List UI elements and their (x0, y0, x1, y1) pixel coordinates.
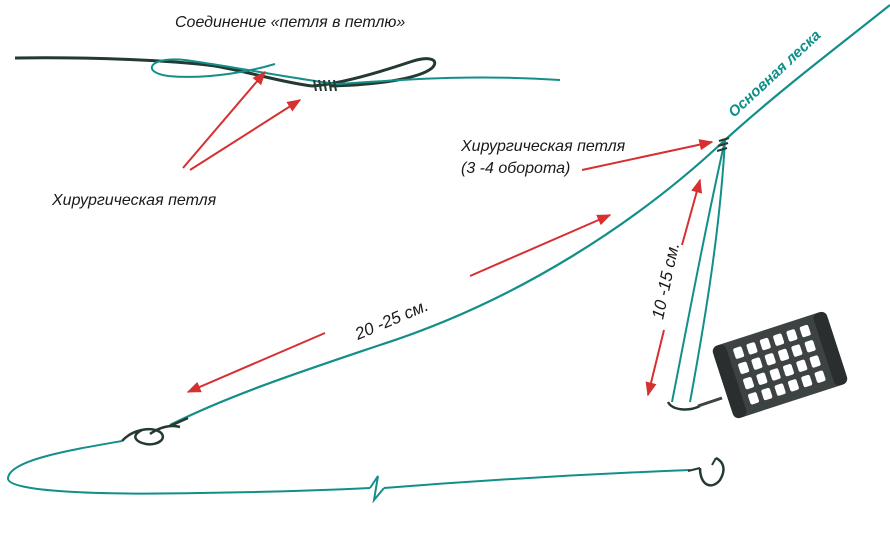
leader-length-arrow-upper (469, 214, 612, 277)
hook-leader-left (7, 440, 371, 495)
arrow-to-left-knot (182, 70, 266, 169)
feeder-loop-length-label: 10 -15 см. (648, 241, 683, 321)
hook-leader-right (383, 469, 691, 489)
surgical-knot-icon (716, 137, 730, 152)
feeder-loop-arrow-lower (645, 329, 665, 397)
main-line-label: Основная леска (725, 27, 824, 121)
arrow-to-surgical-loop (581, 139, 714, 171)
arrow-to-right-knot (189, 99, 302, 171)
surgical-loop-label-right-2: (3 -4 оборота) (461, 160, 570, 177)
surgical-knot-icon (313, 79, 337, 92)
teal-line (337, 76, 561, 85)
leader-length-label: 20 -25 см. (351, 296, 431, 344)
dark-line (14, 56, 313, 88)
connection-title: Соединение «петля в петлю» (175, 14, 405, 31)
feeder-attachment (697, 396, 723, 408)
feeder-loop-arrow-upper (681, 178, 703, 246)
feeder-cage-icon (712, 311, 848, 419)
leader-line (169, 139, 726, 426)
main-line (724, 4, 890, 141)
loop-to-loop-inset: Соединение «петля в петлю» (14, 14, 561, 92)
surgical-loop-label-top: Хирургическая петля (51, 192, 217, 209)
line-break-icon (369, 475, 385, 504)
surgical-knot-icon (121, 416, 189, 446)
leader-length-arrow-lower (186, 332, 326, 393)
feeder-loop-left-strand (671, 139, 726, 403)
feeder-loop-right-strand (689, 139, 726, 403)
teal-loop (150, 58, 339, 85)
fishing-hook-icon (687, 456, 725, 487)
feeder-swivel (666, 401, 701, 411)
top-loop-arrows (182, 70, 302, 171)
surgical-loop-label-right-1: Хирургическая петля (460, 138, 626, 155)
